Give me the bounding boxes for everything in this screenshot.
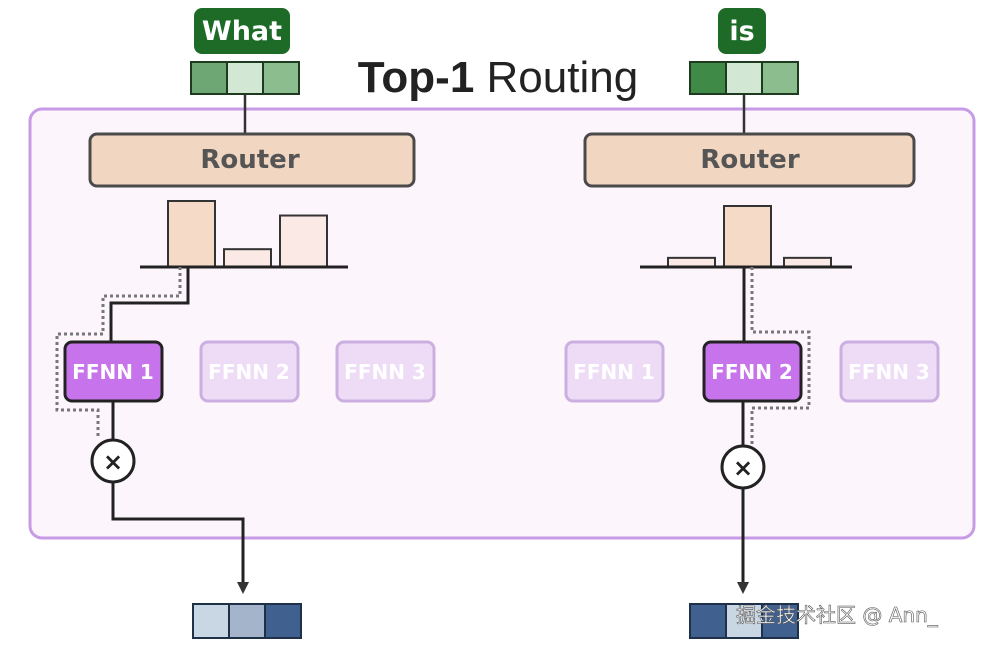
- expert-label: FFNN 1: [573, 360, 655, 384]
- router-box-right: [583, 132, 916, 188]
- token-vector-cell: [725, 61, 763, 95]
- output-vector-cell: [725, 603, 763, 639]
- title-rest: Routing: [474, 53, 638, 102]
- router-bar-chart-right: [667, 205, 832, 269]
- router-prob-bar: [723, 205, 772, 268]
- diagram-title: Top-1 Routing: [358, 53, 638, 102]
- selected-route-path-left: [109, 267, 190, 342]
- output-vector-left: [192, 603, 302, 639]
- token-vector-is: [689, 61, 799, 95]
- token-vector-what: [190, 61, 300, 95]
- expert-box-ffnn1-right: [564, 340, 665, 403]
- expert-label: FFNN 2: [711, 360, 793, 384]
- token-vector-cell: [262, 61, 300, 95]
- token-vector-cell: [226, 61, 264, 95]
- dotted-route-outline-right: [750, 267, 811, 446]
- output-vector-right: [689, 603, 799, 639]
- router-label-left: Router: [200, 145, 299, 175]
- router-box-left: [88, 132, 416, 188]
- router-prob-bar: [223, 248, 272, 268]
- output-vector-cell: [192, 603, 230, 639]
- token-label-what: What: [202, 16, 282, 47]
- multiply-icon: ×: [103, 448, 123, 476]
- router-prob-bar: [167, 200, 216, 268]
- multiply-icon: ×: [733, 454, 753, 482]
- token-label-bg-is: [718, 8, 766, 54]
- router-label-right: Router: [700, 145, 799, 175]
- expert-label: FFNN 3: [344, 360, 426, 384]
- title-bold: Top-1: [358, 53, 475, 102]
- dotted-route-outline-left: [55, 267, 182, 438]
- watermark: 掘金技术社区 @ Ann_: [736, 603, 939, 627]
- expert-box-ffnn3-right: [839, 340, 940, 403]
- output-arrow-left: [111, 482, 249, 594]
- expert-box-ffnn2-left: [199, 340, 300, 403]
- output-vector-cell: [228, 603, 266, 639]
- token-label-bg-what: [194, 8, 290, 54]
- output-vector-cell: [761, 603, 799, 639]
- expert-box-ffnn3-left: [335, 340, 436, 403]
- token-label-is: is: [729, 16, 754, 47]
- output-vector-cell: [689, 603, 727, 639]
- token-vector-cell: [761, 61, 799, 95]
- expert-label: FFNN 2: [208, 360, 290, 384]
- token-vector-cell: [689, 61, 727, 95]
- router-bar-chart-left: [167, 200, 328, 269]
- router-prob-bar: [279, 214, 328, 269]
- token-vector-cell: [190, 61, 228, 95]
- output-vector-cell: [264, 603, 302, 639]
- expert-box-ffnn2-right: [702, 340, 803, 403]
- expert-label: FFNN 3: [848, 360, 930, 384]
- expert-label: FFNN 1: [72, 360, 154, 384]
